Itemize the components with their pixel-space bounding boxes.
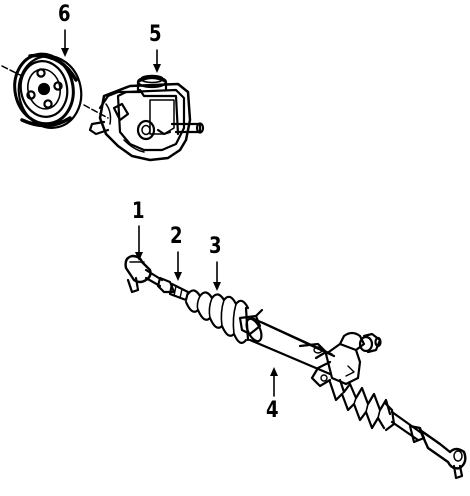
leader-arrows xyxy=(61,29,278,397)
callout-1: 1 xyxy=(132,199,145,224)
callout-3: 3 xyxy=(209,234,222,259)
callout-4: 4 xyxy=(266,398,279,423)
pulley xyxy=(1,52,109,129)
callout-5: 5 xyxy=(149,22,162,47)
steering-rack xyxy=(124,254,467,480)
power-steering-pump xyxy=(88,74,205,162)
callout-6: 6 xyxy=(58,2,71,27)
callout-2: 2 xyxy=(170,224,183,249)
